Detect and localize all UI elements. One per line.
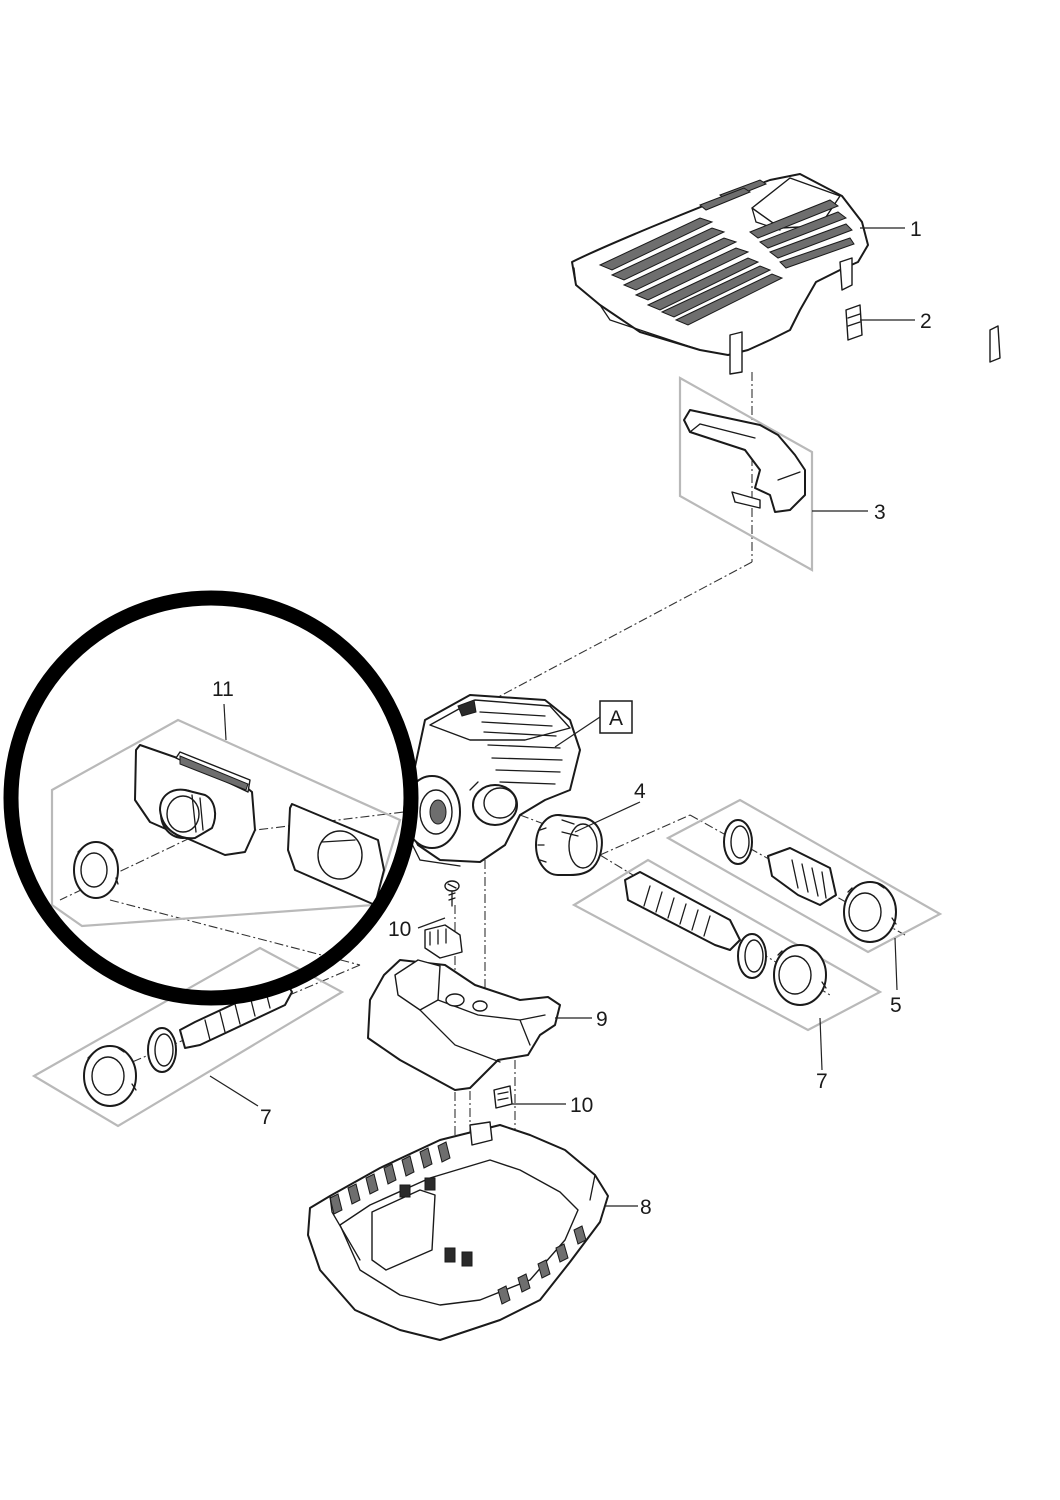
cover-grille-slots — [598, 179, 855, 326]
part-7-right-fitting-set — [571, 858, 883, 1032]
part-2-clip — [845, 304, 863, 341]
callout-1: 1 — [910, 218, 922, 241]
callout-7-right: 7 — [816, 1070, 828, 1093]
part-3-bracket — [678, 376, 814, 572]
part-5-fitting-set — [665, 798, 943, 954]
part-1-top-cover — [571, 173, 1001, 375]
callout-4: 4 — [634, 780, 646, 803]
callout-9: 9 — [596, 1008, 608, 1031]
callout-leaders — [209, 227, 915, 1207]
callout-10-top: 10 — [388, 918, 411, 941]
pump-label-box: A — [554, 700, 633, 748]
callout-3: 3 — [874, 501, 886, 524]
callout-11: 11 — [212, 678, 234, 701]
callout-2: 2 — [920, 310, 932, 333]
part-11-adapter-set — [50, 718, 402, 928]
part-8-bottom-housing — [307, 1121, 609, 1341]
pump-unit — [403, 694, 581, 867]
callout-5: 5 — [890, 994, 902, 1017]
part-4-union — [535, 814, 603, 876]
highlight-circle-part-11 — [3, 590, 419, 1006]
pump-label-a: A — [609, 707, 623, 730]
part-10-screw — [444, 880, 460, 907]
callout-8: 8 — [640, 1196, 652, 1219]
pump-cooling-fins — [479, 711, 563, 785]
part-10-clip — [493, 1085, 513, 1109]
part-9-base-plate — [367, 924, 561, 1091]
callout-10-bottom: 10 — [570, 1094, 593, 1117]
callout-7-left: 7 — [260, 1106, 272, 1129]
housing-rib-slots — [329, 1141, 587, 1305]
